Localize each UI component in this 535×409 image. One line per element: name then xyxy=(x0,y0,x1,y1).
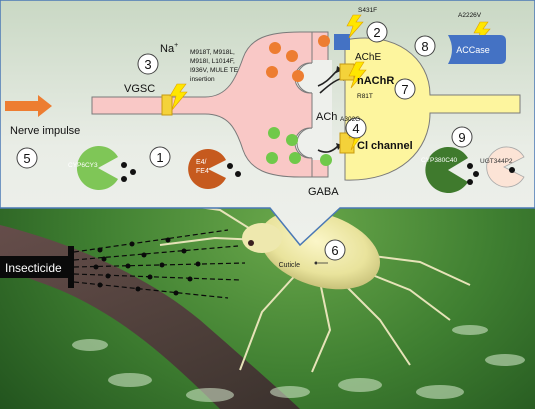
gaba-molecules xyxy=(266,127,332,166)
badge-2 xyxy=(366,21,388,43)
cuticle-label: Cuticle xyxy=(279,262,301,269)
cyp380c40-enzyme xyxy=(425,147,468,194)
badge-5-number: 5 xyxy=(23,151,30,166)
gaba-molecule xyxy=(268,127,280,139)
vgsc-mutation-list: M918T, M918L, M918I, L1014F, I936V, MULE… xyxy=(190,49,240,83)
sodium-ion-label: Na+ xyxy=(160,42,178,55)
vgsc-label: VGSC xyxy=(124,83,155,95)
gaba-molecule xyxy=(289,152,301,164)
ache-enzyme xyxy=(334,34,350,50)
ach-molecule xyxy=(266,66,278,78)
ach-label: ACh xyxy=(316,111,337,123)
nachr-mutation: R81T xyxy=(357,93,373,100)
badge-4 xyxy=(345,117,367,139)
ach-molecules xyxy=(266,35,330,82)
gaba-molecule xyxy=(266,152,278,164)
bolt-icon xyxy=(348,61,367,89)
nachr-label: nAChR xyxy=(357,75,394,87)
insecticide-nozzle xyxy=(68,246,74,288)
aphid-head xyxy=(242,223,282,253)
badge-3-number: 3 xyxy=(144,57,151,72)
ache-label: AChE xyxy=(355,52,381,63)
gaba-molecule xyxy=(320,154,332,166)
enzyme-insecticide-dots xyxy=(121,162,515,185)
cyp380c40-label: CYP380C40 xyxy=(421,157,458,164)
badge-6-number: 6 xyxy=(331,243,338,258)
ach-molecule xyxy=(269,42,281,54)
aphid-eye xyxy=(248,240,254,246)
e4-fe4-enzyme xyxy=(188,149,226,190)
badge-3 xyxy=(137,53,159,75)
plant-stem xyxy=(0,225,300,409)
badge-8-number: 8 xyxy=(421,39,428,54)
badge-8 xyxy=(414,35,436,57)
badge-4-number: 4 xyxy=(352,121,359,136)
e4-fe4-label: E4/ FE4 xyxy=(196,159,209,175)
ugt344p2-label: UGT344P2 xyxy=(480,158,513,165)
badge-1-number: 1 xyxy=(156,150,163,165)
accase-mutation: A2226V xyxy=(458,12,482,19)
cyp6cy3-enzyme xyxy=(76,146,118,191)
badge-1 xyxy=(149,146,171,168)
nerve-impulse-label: Nerve impulse xyxy=(10,125,80,137)
number-badges xyxy=(16,21,473,261)
vgsc-channel xyxy=(161,94,173,116)
badge-7-number: 7 xyxy=(401,82,408,97)
leaf-hairs xyxy=(72,325,525,402)
accase-label: ACCase xyxy=(456,45,490,55)
postsynaptic-neuron xyxy=(344,37,521,181)
badge-9-number: 9 xyxy=(458,130,465,145)
ugt344p2-enzyme xyxy=(486,146,525,188)
insecticide-box xyxy=(0,256,68,278)
spray-dots xyxy=(93,237,201,296)
badge-5 xyxy=(16,147,38,169)
accase-enzyme xyxy=(448,35,506,64)
cl-channel-mutation: A302G xyxy=(340,116,360,123)
ache-mutation: S431F xyxy=(358,7,377,14)
insecticide-source xyxy=(0,229,246,299)
ach-molecule xyxy=(292,70,304,82)
badge-9 xyxy=(451,126,473,148)
ach-molecule xyxy=(286,50,298,62)
bolt-icon xyxy=(169,83,188,111)
badge-2-number: 2 xyxy=(373,25,380,40)
impulse-arrow xyxy=(5,95,52,117)
gaba-molecule xyxy=(286,134,298,146)
synaptic-cleft xyxy=(312,60,332,160)
bolt-icon xyxy=(346,14,364,39)
badge-numbers: 1 2 3 4 5 6 7 8 9 xyxy=(23,25,465,258)
gaba-label: GABA xyxy=(308,186,339,198)
insecticide-label: Insecticide xyxy=(5,261,62,275)
badge-6 xyxy=(324,239,346,261)
cl-channel-label: Cl channel xyxy=(357,140,413,152)
badge-7 xyxy=(394,78,416,100)
cyp6cy3-label: CYP6CY3 xyxy=(68,162,98,169)
ach-molecule xyxy=(318,35,330,47)
